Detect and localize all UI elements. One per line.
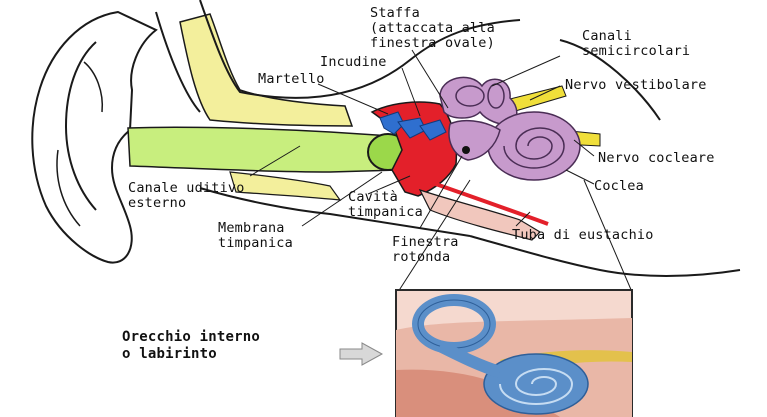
label-finestra-2: rotonda: [392, 250, 450, 265]
label-cavita-1: Cavità: [348, 190, 398, 205]
label-canale-uditivo-1: Canale uditivo: [128, 181, 245, 196]
label-orecchio-1: Orecchio interno: [122, 330, 260, 345]
label-incudine: Incudine: [320, 55, 387, 70]
ear-canal: [128, 127, 398, 172]
label-staffa: Staffa: [370, 6, 420, 21]
label-finestra-1: Finestra: [392, 235, 459, 250]
inset-arrow: [340, 343, 382, 365]
label-canali-1: Canali: [582, 29, 632, 44]
cartilage: [180, 14, 352, 126]
label-membrana-1: Membrana: [218, 221, 285, 236]
label-canale-uditivo-2: esterno: [128, 196, 186, 211]
label-coclea: Coclea: [594, 179, 644, 194]
inner-ear-inset: [396, 290, 632, 417]
label-cavita-2: timpanica: [348, 205, 423, 220]
lower-cartilage: [230, 172, 340, 200]
label-orecchio-2: o labirinto: [122, 347, 217, 362]
label-tuba: Tuba di eustachio: [512, 228, 654, 243]
label-staffa-note-1: (attaccata alla: [370, 21, 495, 36]
label-canali-2: semicircolari: [582, 44, 690, 59]
label-staffa-note-2: finestra ovale): [370, 36, 495, 51]
round-window: [462, 146, 470, 154]
label-membrana-2: timpanica: [218, 236, 293, 251]
label-martello: Martello: [258, 72, 325, 87]
label-nervo-vestibolare: Nervo vestibolare: [565, 78, 707, 93]
label-nervo-cocleare: Nervo cocleare: [598, 151, 715, 166]
